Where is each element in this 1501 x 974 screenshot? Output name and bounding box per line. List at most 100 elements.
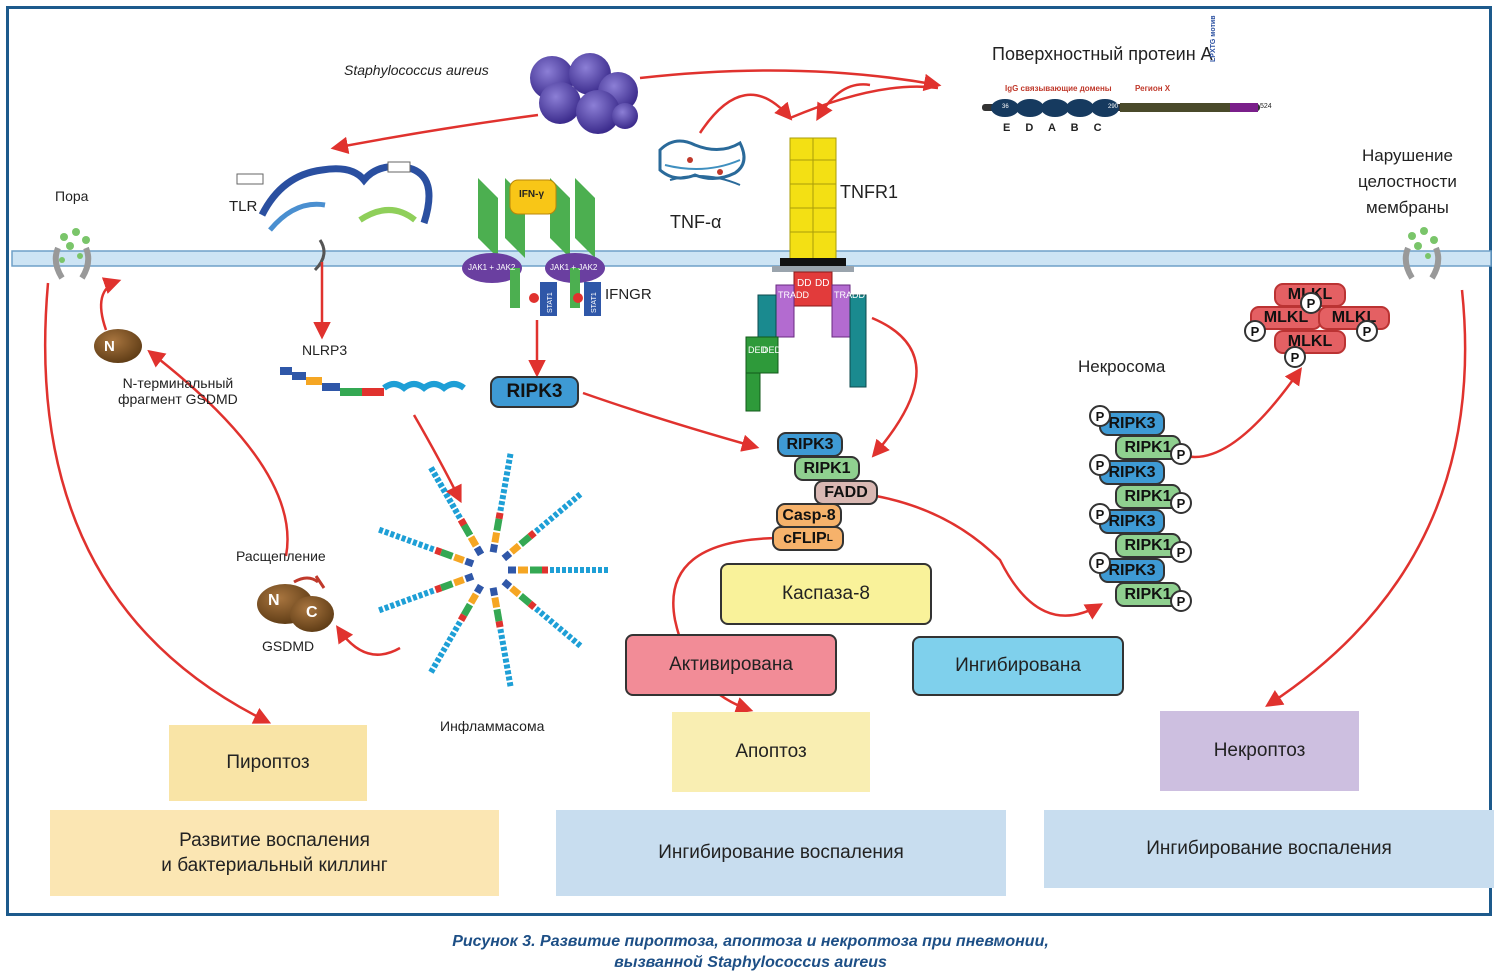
phospho-p-icon: P [1089,405,1111,427]
inflammasome-lrr [534,491,583,534]
ifn-label: IFN-γ [519,189,544,200]
pyroptosis-box: Пироптоз [169,725,367,801]
cleavage-label: Расщепление [236,548,326,564]
domain-letters-label: E D A B C [1003,122,1108,134]
inflammasome-segment [509,585,522,598]
inflammasome-segment [464,572,475,583]
inflammasome-segment [509,542,522,555]
inflammasome-segment [527,530,537,540]
protein-a-structure-icon [982,99,1260,117]
stat1-right-label: STAT1 [591,292,598,313]
figure-caption-line1: Рисунок 3. Развитие пироптоза, апоптоза … [452,933,1049,950]
staph-label: Staphylococcus aureus [344,62,489,78]
inflammasome-segment [457,613,468,622]
figure-caption-line2: вызванной Staphylococcus aureus [614,954,887,971]
activated-box: Активирована [625,634,837,696]
caspase8-box: Каспаза-8 [720,563,932,625]
inflammasome-segment [439,580,454,592]
phospho-p-icon: P [1170,590,1192,612]
phospho-p-icon: P [1170,541,1192,563]
inflammasome-segment [457,518,468,527]
phospho-p-icon: P [1089,454,1111,476]
stat1-left-label: STAT1 [547,292,554,313]
inflammasome-lrr [378,526,435,553]
spa-end-label: 524 [1260,103,1272,110]
inflammasome-segment [453,576,465,587]
inflammasome-icon [378,453,608,687]
tlr-label: TLR [229,198,258,215]
outcome-left-box: Развитие воспаления и бактериальный килл… [50,810,499,896]
inflammasome-label: Инфламмасома [440,718,545,734]
inflammasome-segment [439,548,454,560]
outcome-mid-box: Ингибирование воспаления [556,810,1006,896]
inflammasome-lrr [428,466,463,520]
nlrp3-label: NLRP3 [302,342,348,358]
inflammasome-segment [489,543,498,553]
tradd-left-label: TRADD [778,290,809,300]
phospho-p-icon: P [1244,320,1266,342]
figure-frame [6,6,1492,916]
phospho-p-icon: P [1170,492,1192,514]
region-x-label: Регион X [1135,84,1171,93]
cflip-text: cFLIP [783,529,827,547]
inflammasome-segment [518,593,533,607]
tnf-label: TNF-α [670,212,722,232]
inflammasome-segment [493,518,503,532]
inflammasome-lrr [378,587,435,614]
inflammasome-segment [460,602,474,617]
necrosome-label: Некросома [1078,357,1166,376]
phospho-p-icon: P [1089,552,1111,574]
inflammasome-segment [501,550,513,562]
complex-ripk3: RIPK3 [777,432,843,457]
tradd-right-label: TRADD [834,290,865,300]
membrane-damage-pore-icon [1402,227,1442,280]
inhibited-box: Ингибирована [912,636,1124,696]
complex-fadd: FADD [814,480,878,505]
cell-membrane [11,250,1492,267]
inflammasome-lrr [428,620,463,674]
inflammasome-segment [518,533,533,547]
inflammasome-segment [491,531,501,544]
ifngr-label: IFNGR [605,286,652,303]
necroptosis-box: Некроптоз [1160,711,1359,791]
inflammasome-segment [489,587,498,597]
tnf-alpha-icon [658,139,746,186]
staphylococcus-icon [530,53,638,134]
phospho-p-icon: P [1089,503,1111,525]
complex-ripk1: RIPK1 [794,456,860,481]
igg-domains-label: IgG связывающие домены [1005,84,1112,93]
inflammasome-lrr [497,453,514,512]
ifngr-receptor-icon [462,178,605,316]
inflammasome-segment [473,583,485,595]
tnfr1-label: TNFR1 [840,182,898,202]
jak-right-label: JAK1 + JAK2 [550,263,598,272]
dd-left-label: DD [797,278,812,289]
inflammasome-segment [460,523,474,538]
gsdmd-label: GSDMD [262,638,315,654]
gsdmd-n-letter: N [268,592,280,609]
inflammasome-lrr [497,628,514,687]
spa-start-label: 36 [1002,104,1009,110]
complex-casp8: Casp-8 [776,503,842,528]
pore-icon [52,228,92,280]
outcome-right-box: Ингибирование воспаления [1044,810,1494,888]
inflammasome-segment [491,596,501,609]
phospho-p-icon: P [1356,320,1378,342]
dd-right-label: DD [815,278,830,289]
inflammasome-segment [527,600,537,610]
inflammasome-segment [434,584,443,594]
ded-left-label: DED [748,345,768,355]
inflammasome-segment [473,545,485,557]
inflammasome-segment [453,553,465,564]
necrosome-ripk1: RIPK1 [1115,582,1181,607]
mlkl-pill: MLKL [1318,306,1390,330]
inflammasome-segment [501,578,513,590]
inflammasome-segment [467,592,480,605]
jak-left-label: JAK1 + JAK2 [468,263,516,272]
phospho-p-icon: P [1170,443,1192,465]
inflammasome-segment [495,620,504,628]
ripk3-pill: RIPK3 [490,376,579,408]
n-fragment-letter: N [104,338,115,355]
